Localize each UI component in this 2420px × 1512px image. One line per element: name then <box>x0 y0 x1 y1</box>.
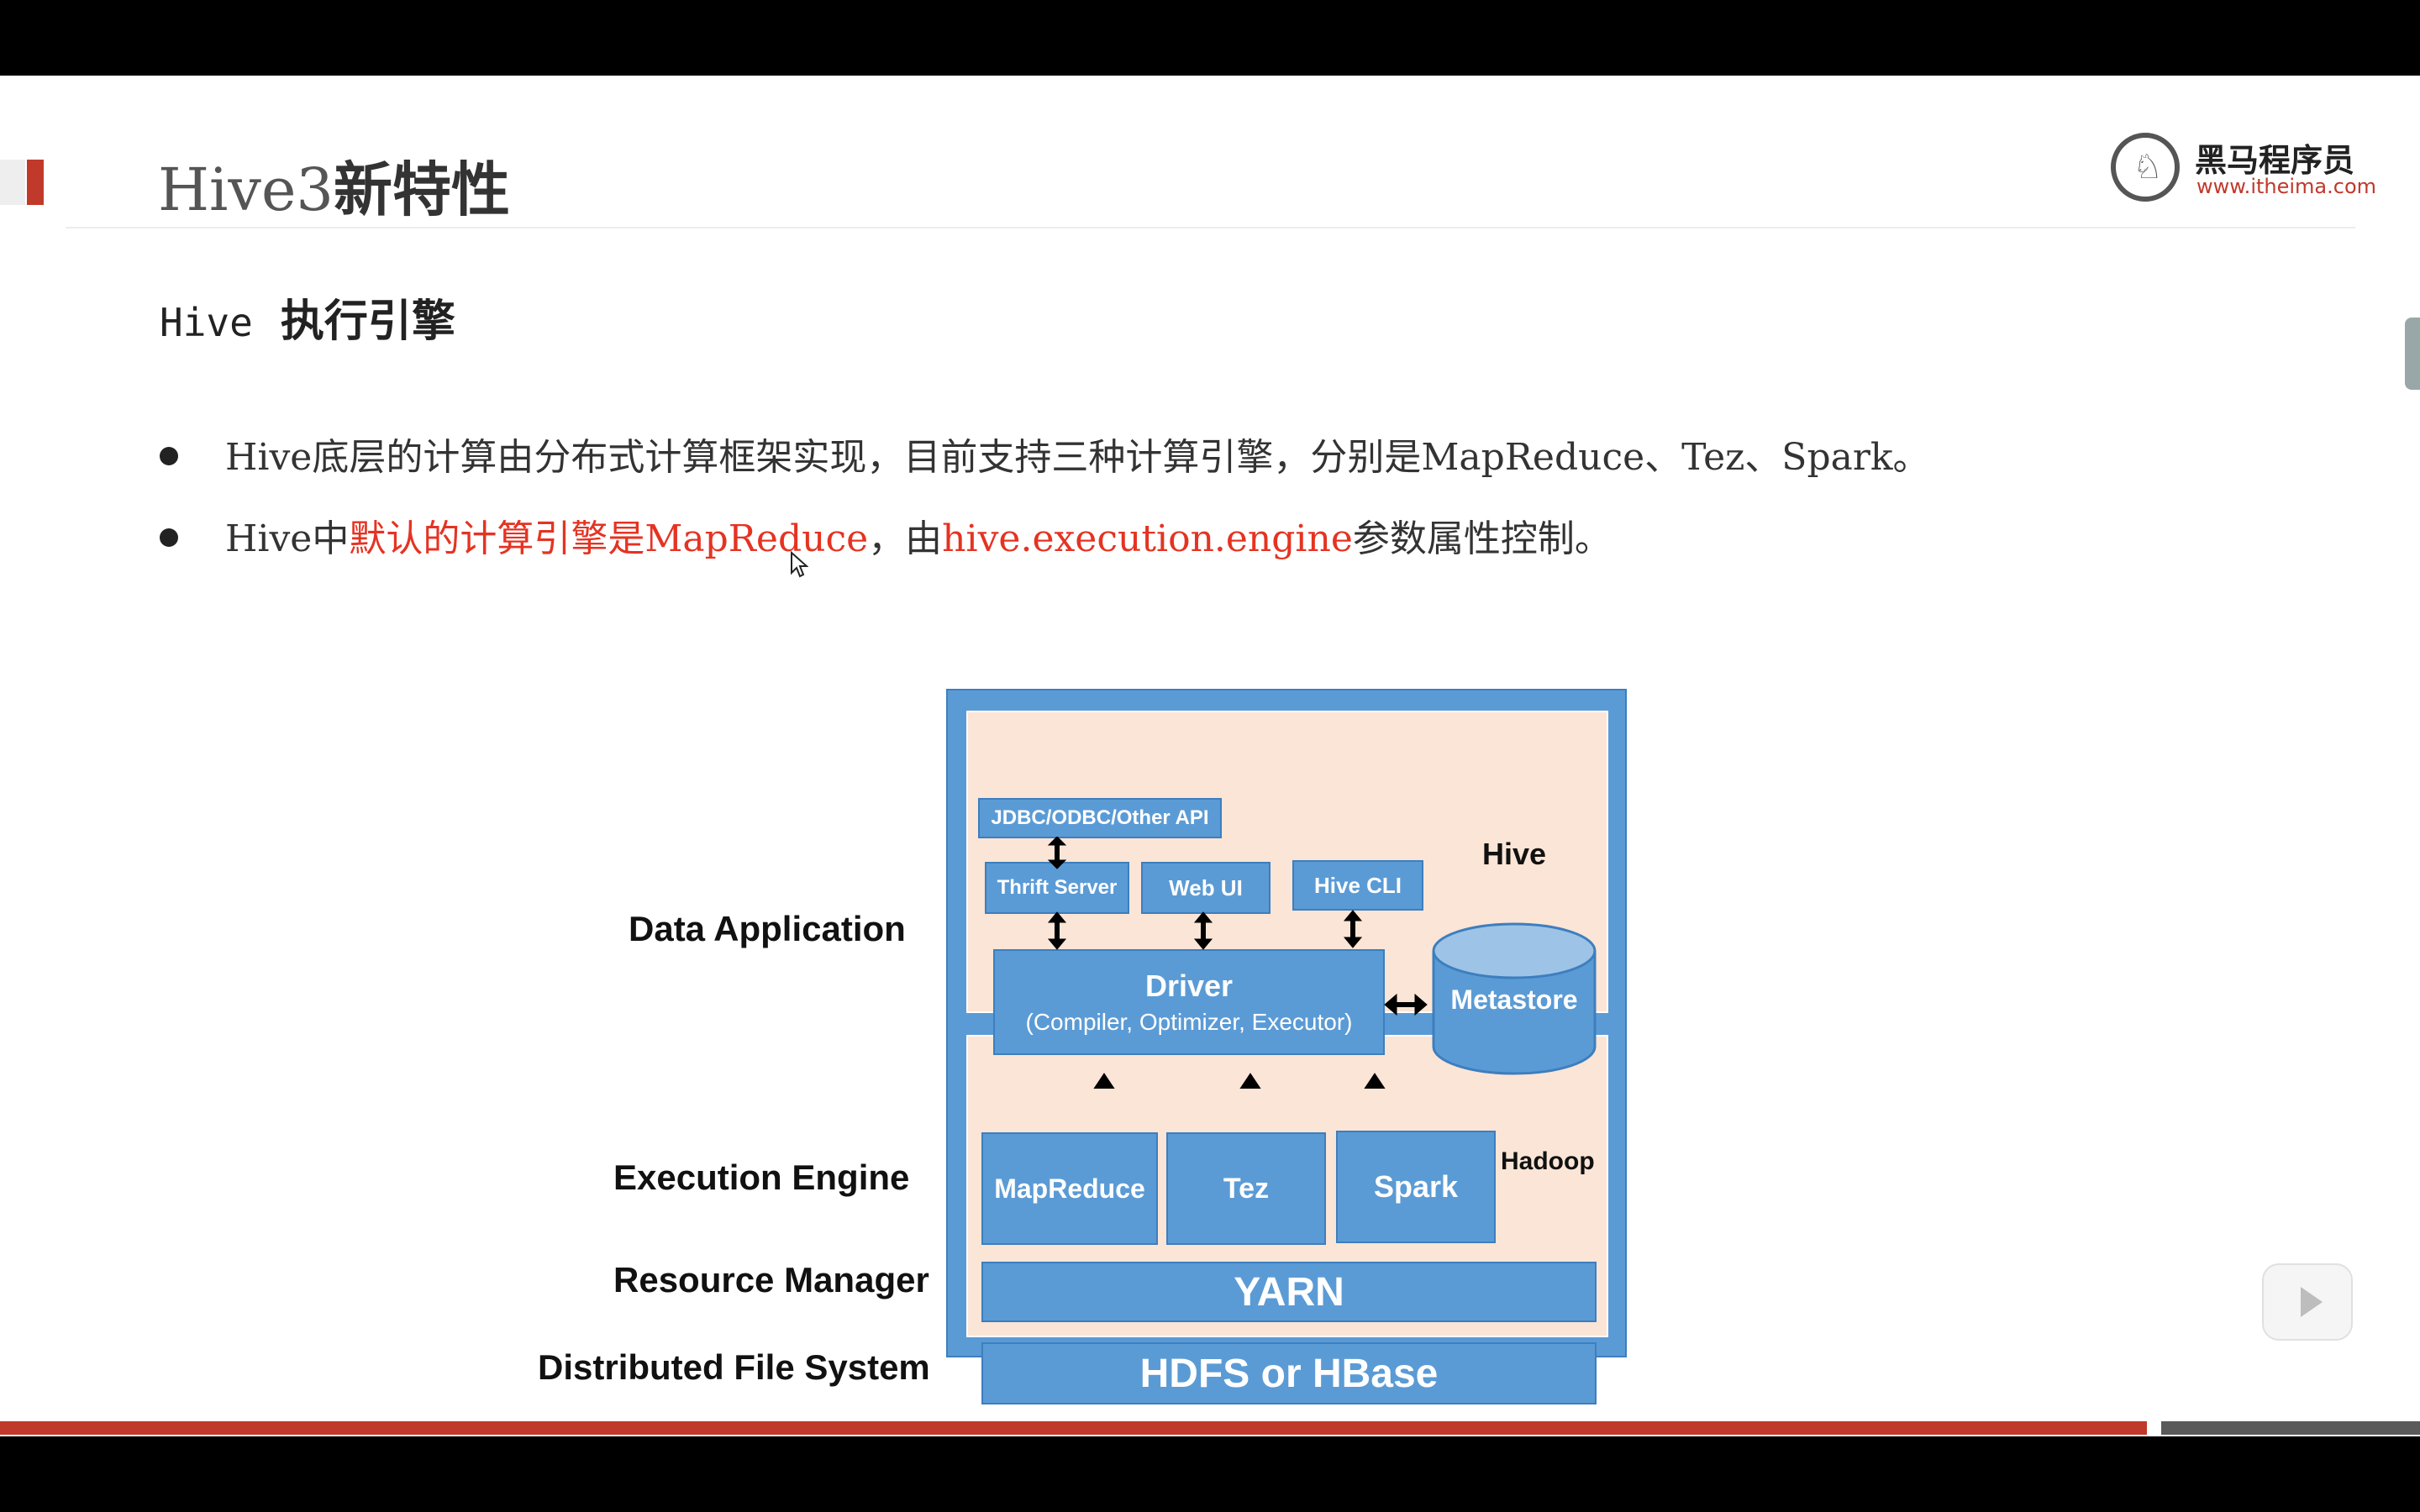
hive-cli-block: Hive CLI <box>1292 860 1423 911</box>
title-accent-shadow <box>0 160 25 205</box>
progress-bar-remainder <box>2161 1421 2420 1435</box>
driver-block: Driver (Compiler, Optimizer, Executor) <box>993 949 1385 1055</box>
driver-title: Driver <box>1144 969 1234 1003</box>
slide-title: Hive3新特性 <box>158 155 510 224</box>
logo-name: 黑马程序员 <box>2195 142 2355 179</box>
tez-block: Tez <box>1166 1132 1326 1245</box>
mapreduce-block: MapReduce <box>981 1132 1158 1245</box>
slide: Hive3新特性 ♘ 黑马程序员 www.itheima.com Hive 执行… <box>0 76 2420 1436</box>
yarn-block: YARN <box>981 1262 1597 1322</box>
connector-arrows <box>1047 837 1428 1089</box>
metastore-label: Metastore <box>1450 984 1578 1015</box>
label-data-application: Data Application <box>629 909 906 948</box>
label-distributed-fs: Distributed File System <box>538 1347 930 1387</box>
title-accent-bar <box>27 160 44 205</box>
spark-block: Spark <box>1336 1131 1496 1243</box>
brand-logo: ♘ 黑马程序员 www.itheima.com <box>2111 126 2380 210</box>
title-divider <box>66 227 2355 228</box>
label-execution-engine: Execution Engine <box>613 1158 910 1197</box>
side-scroll-tab[interactable] <box>2405 318 2420 390</box>
bullet-item-1: Hive底层的计算由分布式计算框架实现，目前支持三种计算引擎，分别是MapRed… <box>160 427 1930 480</box>
hive-architecture-diagram: Data Application Execution Engine Resour… <box>521 689 1647 1436</box>
section-heading: Hive 执行引擎 <box>160 297 455 347</box>
api-block: JDBC/ODBC/Other API <box>978 798 1222 838</box>
progress-bar-red <box>0 1421 2147 1435</box>
hive-label: Hive <box>1482 837 1547 871</box>
bullet-dot-icon <box>160 447 178 465</box>
label-resource-manager: Resource Manager <box>613 1260 929 1299</box>
driver-subtitle: (Compiler, Optimizer, Executor) <box>1025 1009 1353 1035</box>
web-ui-block: Web UI <box>1141 862 1270 914</box>
logo-url: www.itheima.com <box>2196 175 2377 198</box>
bullet-dot-icon <box>160 528 178 547</box>
horse-logo-icon: ♘ <box>2111 133 2180 202</box>
mouse-pointer-icon <box>791 551 808 578</box>
bullet-item-2: Hive中默认的计算引擎是MapReduce，由hive.execution.e… <box>160 508 1612 562</box>
hdfs-block: HDFS or HBase <box>981 1342 1597 1404</box>
thrift-server-block: Thrift Server <box>985 862 1129 914</box>
metastore-cylinder <box>1432 922 1597 1075</box>
play-button[interactable] <box>2262 1263 2353 1341</box>
hadoop-label: Hadoop <box>1501 1147 1595 1175</box>
